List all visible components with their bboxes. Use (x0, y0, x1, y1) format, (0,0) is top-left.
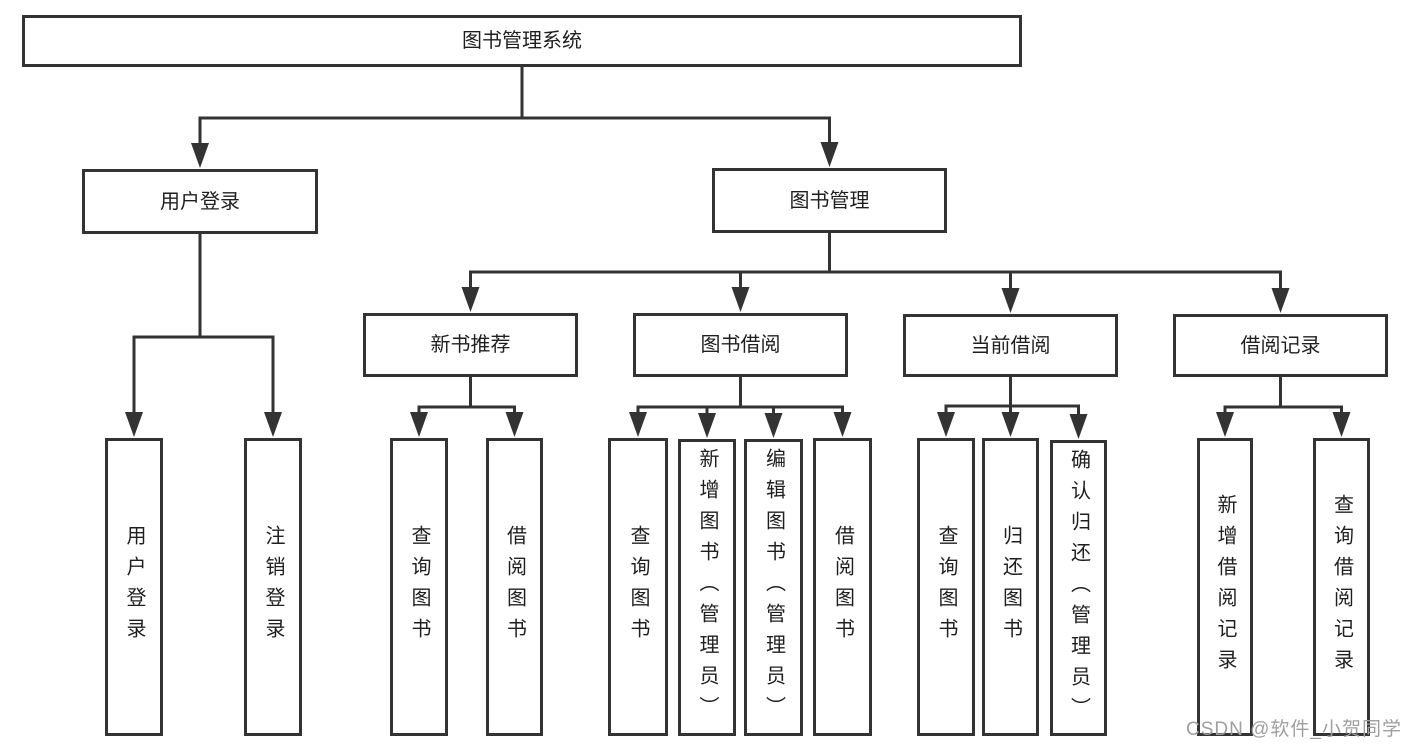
arrowhead-icon (1332, 412, 1351, 437)
node-label-query-book-1: 查询图书 (408, 525, 430, 649)
arrowhead-icon (820, 142, 839, 167)
node-borrow-records: 借阅记录 (1173, 314, 1388, 377)
node-label-current-borrow: 当前借阅 (970, 334, 1051, 357)
arrowhead-icon (410, 412, 428, 437)
node-label-user-login: 用户登录 (160, 190, 240, 213)
node-current-borrow: 当前借阅 (903, 314, 1118, 377)
node-label-user-login-leaf: 用户登录 (123, 525, 145, 649)
node-logout-leaf: 注销登录 (244, 438, 302, 736)
arrowhead-icon (1216, 412, 1234, 437)
node-label-add-book: 新增图书（管理员） (696, 448, 718, 727)
arrowhead-icon (764, 413, 783, 438)
node-book-mgmt: 图书管理 (712, 168, 947, 233)
watermark: CSDN @软件_小贺同学 (1186, 719, 1402, 740)
arrowhead-icon (264, 412, 282, 437)
node-label-borrow-records: 借阅记录 (1240, 334, 1321, 357)
node-borrow-book-2: 借阅图书 (813, 438, 872, 736)
node-label-new-book-rec: 新书推荐 (430, 334, 511, 356)
node-label-book-mgmt: 图书管理 (789, 189, 870, 212)
arrowhead-icon (1069, 414, 1088, 439)
node-query-book-2: 查询图书 (608, 438, 668, 736)
arrowhead-icon (1001, 412, 1020, 437)
node-label-confirm-return: 确认归还（管理员） (1067, 448, 1090, 728)
node-label-return-book: 归还图书 (999, 525, 1022, 649)
node-label-query-book-2: 查询图书 (627, 525, 649, 649)
node-add-book: 新增图书（管理员） (678, 439, 736, 736)
node-return-book: 归还图书 (982, 438, 1039, 736)
arrowhead-icon (698, 413, 716, 438)
arrowhead-icon (1001, 288, 1020, 313)
arrowhead-icon (505, 412, 524, 437)
node-label-query-borrow-record: 查询借阅记录 (1330, 494, 1353, 680)
arrowhead-icon (833, 412, 852, 437)
node-query-book-1: 查询图书 (390, 438, 448, 736)
node-edit-book: 编辑图书（管理员） (744, 439, 803, 736)
node-label-query-book-3: 查询图书 (935, 525, 957, 649)
arrowhead-icon (125, 412, 143, 437)
arrowhead-icon (731, 287, 750, 312)
node-label-add-borrow-record: 新增借阅记录 (1214, 494, 1236, 680)
arrowhead-icon (937, 412, 955, 437)
node-new-book-rec: 新书推荐 (363, 313, 578, 377)
node-user-login: 用户登录 (82, 169, 318, 234)
node-borrow-book-1: 借阅图书 (486, 438, 543, 736)
arrowhead-icon (629, 412, 647, 437)
node-query-borrow-record: 查询借阅记录 (1313, 438, 1370, 736)
node-query-book-3: 查询图书 (917, 438, 975, 736)
node-label-book-borrow: 图书借阅 (700, 334, 781, 356)
node-book-borrow: 图书借阅 (633, 313, 848, 377)
node-label-logout-leaf: 注销登录 (262, 525, 284, 649)
node-root: 图书管理系统 (22, 15, 1022, 67)
arrowhead-icon (191, 143, 209, 168)
node-label-borrow-book-1: 借阅图书 (503, 525, 526, 649)
node-add-borrow-record: 新增借阅记录 (1197, 438, 1253, 736)
node-user-login-leaf: 用户登录 (105, 438, 163, 736)
node-label-edit-book: 编辑图书（管理员） (762, 448, 785, 727)
node-confirm-return: 确认归还（管理员） (1050, 440, 1107, 736)
arrowhead-icon (461, 287, 480, 312)
arrowhead-icon (1271, 288, 1290, 313)
node-label-root: 图书管理系统 (462, 30, 582, 52)
node-label-borrow-book-2: 借阅图书 (831, 525, 854, 649)
